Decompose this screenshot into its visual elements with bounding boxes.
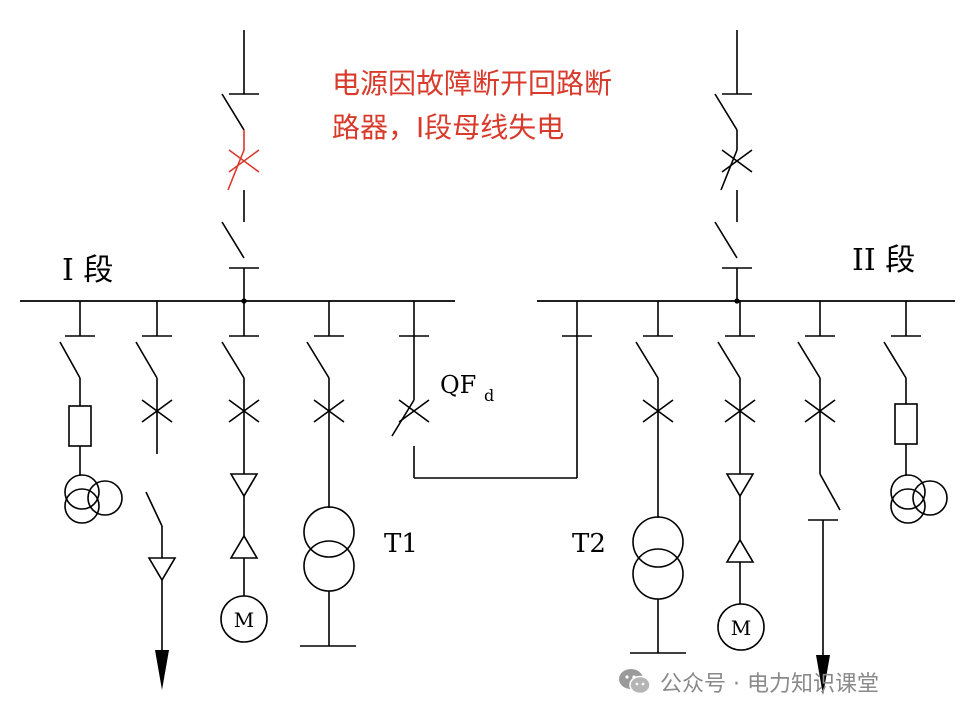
feeder-fuse-transformer-right — [883, 301, 948, 524]
watermark-text: 公众号 · 电力知识课堂 — [660, 672, 879, 697]
qfd-subscript: d — [484, 386, 494, 405]
incoming-feeder-left — [221, 30, 260, 304]
feeder-motor-left — [220, 301, 268, 643]
watermark: 公众号 · 电力知识课堂 — [618, 664, 879, 700]
wechat-icon — [619, 669, 651, 695]
fault-annotation: 电源因故障断开回路断路器，I段母线失电 — [332, 67, 613, 144]
qfd-label: QF — [440, 371, 476, 399]
motor-left-label: M — [234, 608, 254, 632]
feeder-outgoing-right — [797, 301, 841, 695]
motor-left-circle — [220, 595, 268, 643]
motor-right-label: M — [731, 616, 751, 640]
feeder-motor-right — [717, 301, 765, 651]
motor-right-circle — [717, 603, 765, 651]
fault-breaker-cross — [228, 149, 260, 173]
feeder-fuse-transformer-left — [59, 301, 123, 524]
feeder-transformer-t1 — [300, 301, 356, 647]
t2-label: T2 — [572, 529, 606, 559]
bus-section-2-label: II 段 — [852, 243, 915, 278]
bus-coupler-qfd — [391, 301, 592, 479]
bus-section-1-label: I 段 — [62, 253, 113, 288]
incoming-feeder-right — [714, 30, 753, 304]
feeder-transformer-t2 — [630, 301, 686, 654]
feeder-outgoing-left — [135, 301, 177, 690]
t1-label: T1 — [384, 529, 418, 559]
